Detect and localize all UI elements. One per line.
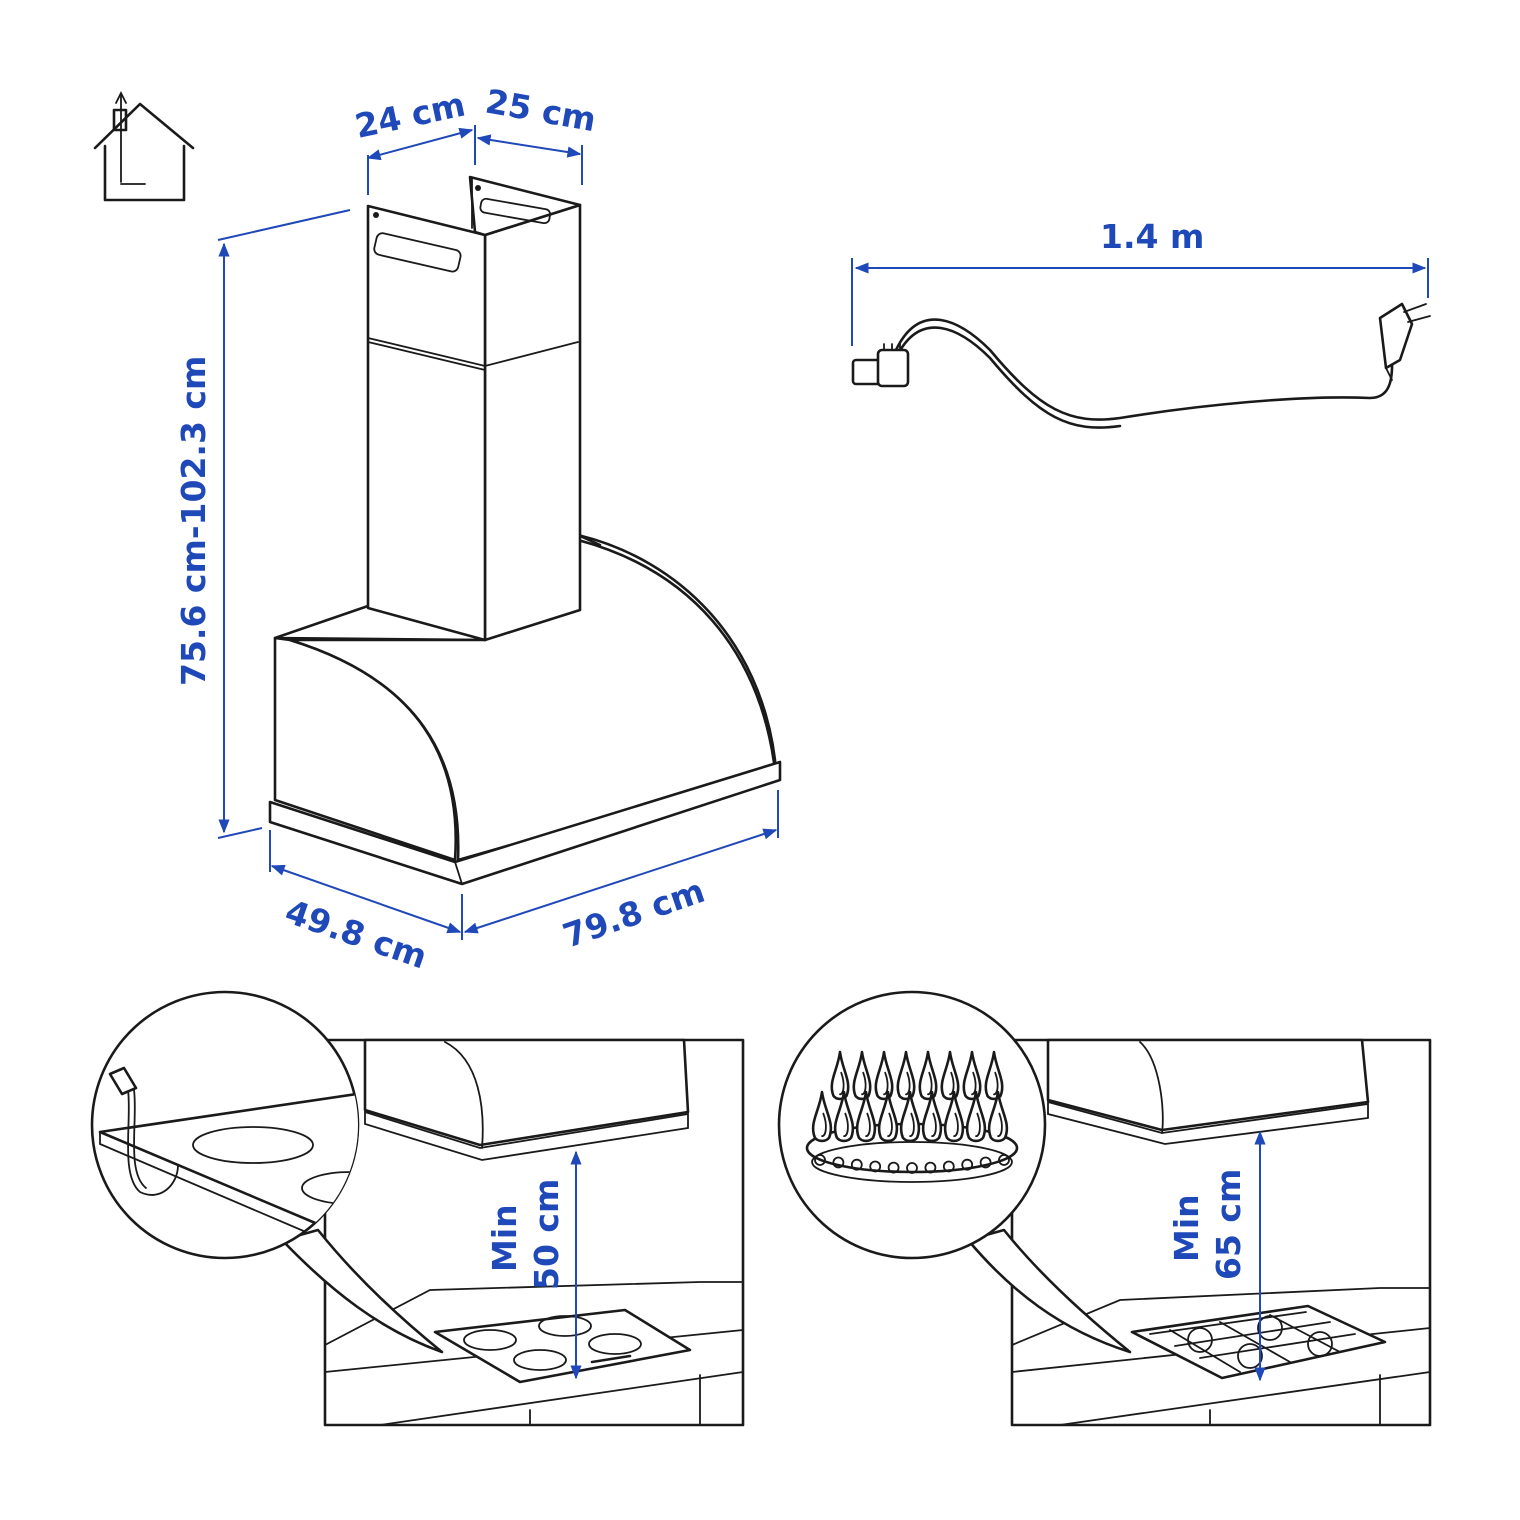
gas-clearance-min: Min (1167, 1194, 1206, 1262)
electric-clearance-min: Min (485, 1204, 524, 1272)
cable-detail-callout (90, 990, 444, 1354)
burner-flame-icon (805, 1050, 1019, 1183)
chimney-width-label: 25 cm (483, 81, 599, 139)
gas-clearance-value: 65 cm (1209, 1169, 1248, 1280)
range-hood-drawing (268, 175, 782, 886)
power-cable-icon (851, 258, 1431, 429)
gas-hob-scene (1010, 1038, 1432, 1427)
height-label: 75.6 cm-102.3 cm (174, 356, 213, 686)
depth-label: 49.8 cm (280, 892, 432, 977)
house-with-duct-icon (93, 90, 195, 202)
electric-clearance-value: 50 cm (527, 1179, 566, 1290)
gas-flame-callout (777, 990, 1132, 1354)
dimension-lines (217, 125, 779, 940)
width-label: 79.8 cm (558, 871, 710, 956)
cable-length-label: 1.4 m (1100, 217, 1204, 256)
